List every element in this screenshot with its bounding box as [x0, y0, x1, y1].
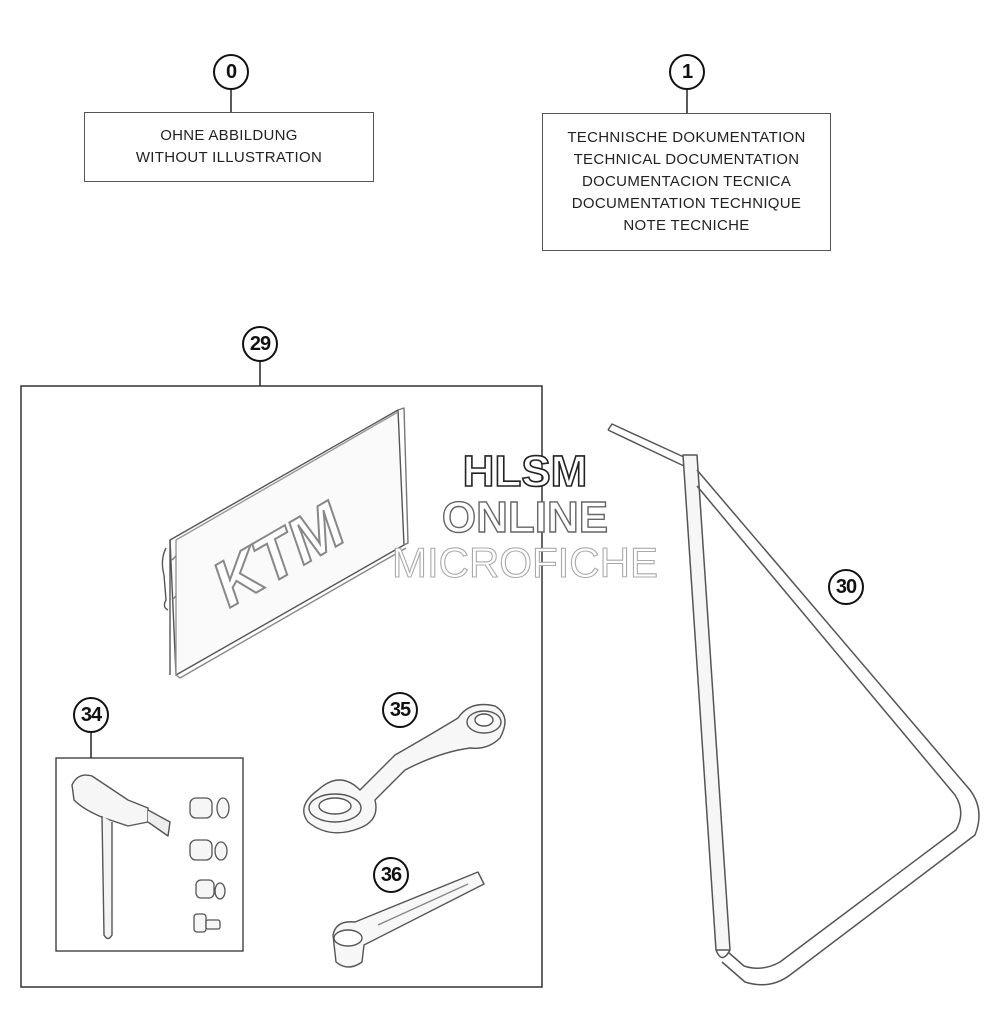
callout-36: 36 [373, 857, 409, 893]
toolkit-frame [20, 385, 543, 988]
callout-0: 0 [213, 54, 249, 90]
label-line: TECHNISCHE DOKUMENTATION [567, 129, 806, 146]
side-stand-drawing [607, 423, 980, 986]
allen-key-drawing [71, 774, 171, 940]
label-line: OHNE ABBILDUNG [160, 127, 298, 144]
tool-pouch-drawing [161, 407, 409, 679]
callout-34: 34 [73, 697, 109, 733]
ring-spanner-drawing [303, 703, 506, 834]
label-line: DOCUMENTATION TECHNIQUE [571, 195, 802, 212]
callout-35: 35 [382, 692, 418, 728]
technical-documentation-label: TECHNISCHE DOKUMENTATION TECHNICAL DOCUM… [542, 113, 831, 251]
label-line: DOCUMENTACION TECNICA [581, 173, 792, 190]
label-line: NOTE TECNICHE [623, 217, 750, 234]
without-illustration-label: OHNE ABBILDUNG WITHOUT ILLUSTRATION [84, 112, 374, 182]
label-line: WITHOUT ILLUSTRATION [135, 149, 323, 166]
callout-29: 29 [242, 326, 278, 362]
callout-1: 1 [669, 54, 705, 90]
label-line: TECHNICAL DOCUMENTATION [573, 151, 800, 168]
allen-bits-drawing [189, 797, 230, 933]
flat-spanner-drawing [332, 871, 485, 968]
callout-30: 30 [828, 569, 864, 605]
allen-key-set-frame [55, 757, 244, 952]
